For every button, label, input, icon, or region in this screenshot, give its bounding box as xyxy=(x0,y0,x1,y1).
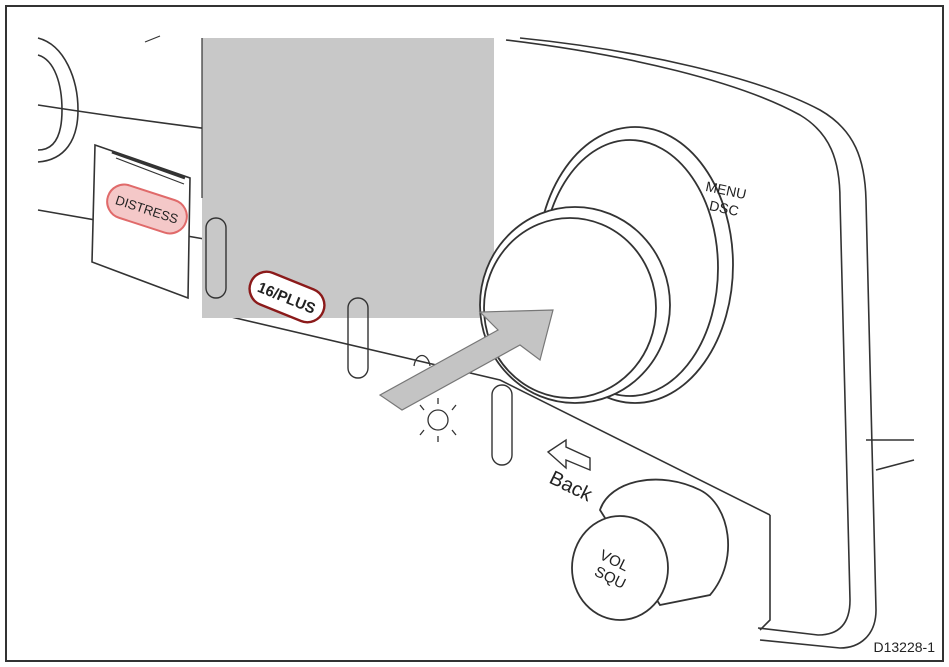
tick-mark xyxy=(144,35,161,43)
soft-key-slots xyxy=(205,217,513,466)
left-knob xyxy=(37,37,79,163)
vol-squ-knob[interactable]: VOL SQU xyxy=(571,478,730,621)
radio-housing xyxy=(505,37,915,649)
back-button[interactable]: Back xyxy=(546,438,597,507)
distress-button[interactable]: DISTRESS xyxy=(91,143,191,300)
figure-id: D13228-1 xyxy=(874,639,936,655)
back-arrow-icon xyxy=(546,438,591,472)
back-label: Back xyxy=(546,467,597,507)
dsc-label: DSC xyxy=(708,197,740,219)
figure-border xyxy=(5,5,944,662)
menu-dsc-knob[interactable] xyxy=(479,126,734,404)
lcd-screen xyxy=(202,38,494,318)
pointer-arrow-icon xyxy=(378,309,554,411)
brightness-icon[interactable] xyxy=(413,354,457,443)
